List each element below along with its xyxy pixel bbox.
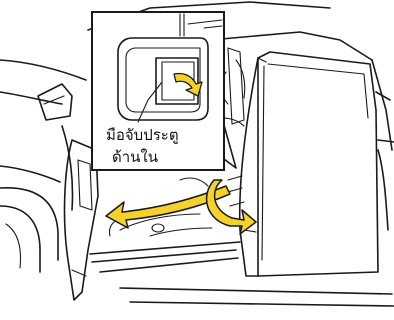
handle-callout-box: มือจับประตู ด้านใน [92,12,236,170]
callout-label-line1: มือจับประตู [106,126,179,144]
door-swing-arrow [207,180,256,234]
callout-label-line2: ด้านใน [112,148,158,166]
sliding-door [228,52,378,276]
